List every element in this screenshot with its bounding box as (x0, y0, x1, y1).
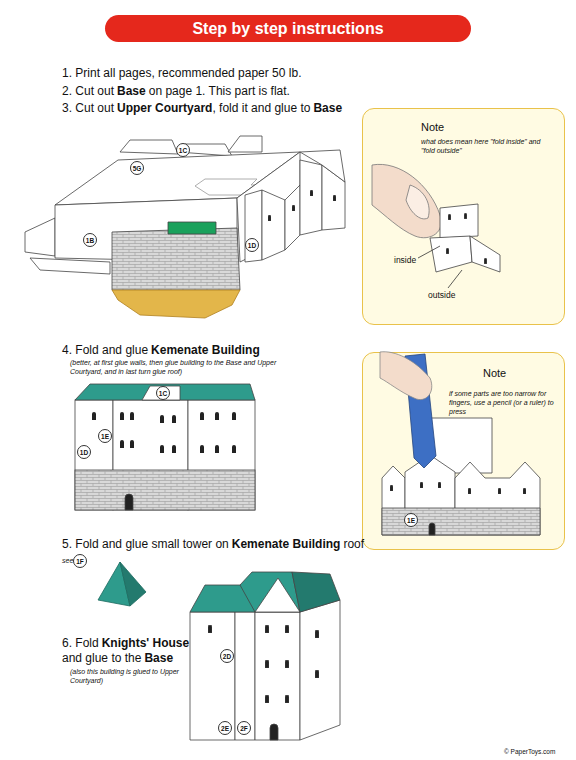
callout-number: 1D (245, 238, 259, 252)
knights-house (190, 572, 340, 740)
part-name: Kemenate Building (232, 537, 341, 551)
copyright: © PaperToys.com (504, 748, 555, 755)
part-name: Base (313, 101, 342, 115)
callout-number: 1E (98, 429, 112, 443)
part-name: Base (117, 84, 146, 98)
callout-number: 1C (156, 386, 170, 400)
callout-number: 2D (220, 649, 234, 663)
step-text: 3. Cut out (62, 101, 114, 115)
callout-number: 1E (404, 513, 418, 527)
callout-number: 1C (176, 143, 190, 157)
see-note: see (62, 556, 73, 565)
step-line: 6. FoldKnights' House (62, 636, 189, 650)
callout-number: 1D (77, 445, 91, 459)
callout-number: 1B (83, 233, 97, 247)
step-text: , fold it and glue to (212, 101, 310, 115)
step-text: 4. Fold and glue (62, 343, 148, 357)
note-heading: Note (421, 121, 444, 133)
fold-label: outside (428, 290, 455, 300)
step-note: (also this building is glued to Upper Co… (70, 667, 180, 685)
step-text: 6. Fold (62, 636, 99, 650)
step-note: (better, at first glue walls, then glue … (70, 358, 310, 376)
step-line: 1. Print all pages, recommended paper 50… (62, 66, 301, 80)
step-line: and glue to theBase (62, 651, 173, 665)
callout-number: 5G (130, 161, 144, 175)
courtyard-model (25, 136, 345, 318)
part-name: Kemenate Building (151, 343, 260, 357)
kemenate-building (75, 384, 255, 510)
fold-label: inside (394, 255, 416, 265)
part-name: Upper Courtyard (117, 101, 212, 115)
callout-number: 2F (237, 721, 251, 735)
note-heading: Note (483, 367, 506, 379)
title-banner: Step by step instructions (105, 15, 471, 42)
part-name: Base (144, 651, 173, 665)
step-text: 5. Fold and glue small tower on (62, 537, 229, 551)
step-line: 2. Cut outBaseon page 1. This part is fl… (62, 84, 290, 98)
step-line: 4. Fold and glueKemenate Building (62, 343, 260, 357)
step-line: 3. Cut outUpper Courtyard, fold it and g… (62, 101, 342, 115)
small-tower (98, 562, 146, 606)
step-text: and glue to the (62, 651, 141, 665)
step-text: roof (343, 537, 364, 551)
step-text: on page 1. This part is flat. (149, 84, 290, 98)
step-text: 2. Cut out (62, 84, 114, 98)
step-line: 5. Fold and glue small tower onKemenate … (62, 537, 364, 551)
callout-number: 2E (218, 721, 232, 735)
callout-number: 1F (73, 554, 87, 568)
part-name: Knights' House (102, 636, 190, 650)
step-text: 1. Print all pages, recommended paper 50… (62, 66, 301, 80)
windows (92, 412, 236, 453)
note-text: if some parts are too narrow for fingers… (449, 389, 559, 416)
note-text: what does mean here "fold inside" and "f… (421, 137, 551, 155)
